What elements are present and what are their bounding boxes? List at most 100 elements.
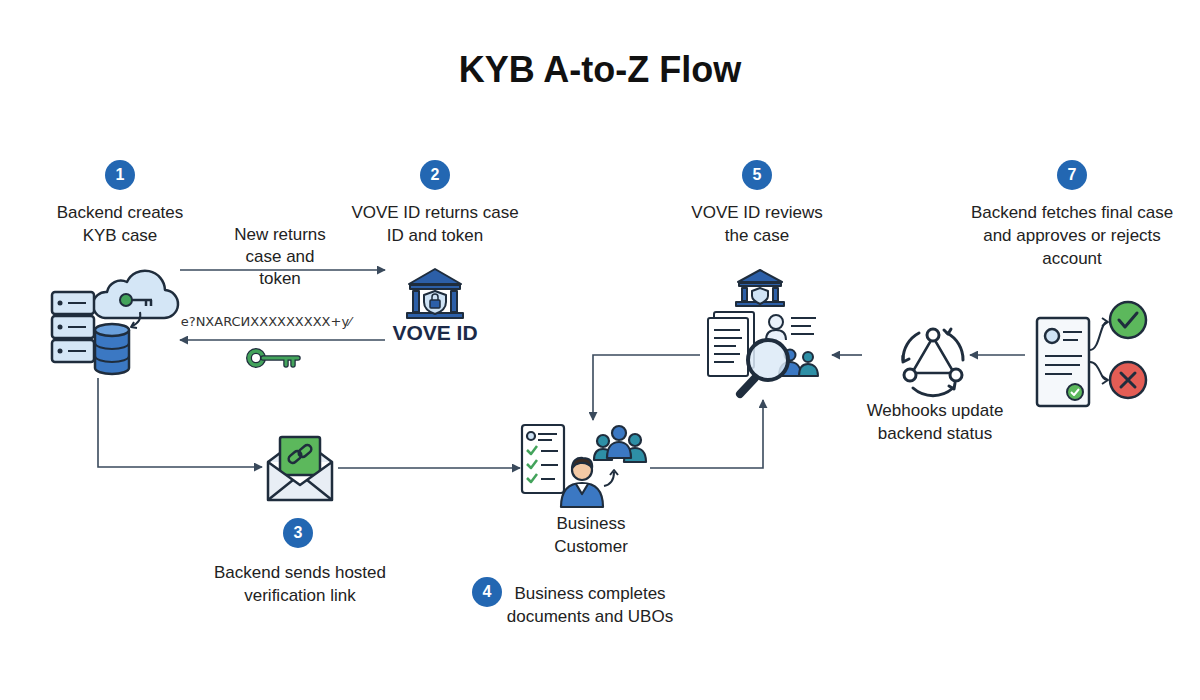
decision-icon — [1045, 332, 1082, 374]
bank-icon — [432, 294, 438, 300]
envelope-icon — [268, 462, 332, 500]
webhook-icon — [944, 329, 951, 334]
bank-icon — [413, 291, 419, 312]
webhook-icon — [947, 333, 963, 360]
review-icon — [739, 283, 781, 286]
customer-icon — [541, 451, 558, 479]
webhook-icon — [950, 369, 962, 381]
decision-icon — [1090, 322, 1107, 350]
review-icon — [799, 364, 818, 376]
flow-arrow — [650, 400, 763, 468]
customer-icon — [522, 425, 646, 507]
envelope-icon — [268, 437, 332, 500]
step-caption: Webhooks update backend status — [850, 399, 1020, 445]
step-caption: VOVE ID reviews the case — [685, 201, 830, 247]
flow-arrow — [970, 354, 1025, 356]
customer-icon — [629, 434, 641, 446]
customer-icon — [576, 484, 588, 494]
step-number: 3 — [283, 518, 313, 548]
step-node: 1Backend creates KYB case — [50, 262, 180, 378]
webhook-icon — [904, 369, 916, 381]
step-node: 3Backend sends hosted verification link — [262, 432, 338, 502]
customer-icon — [604, 472, 614, 486]
server-icon — [95, 343, 129, 362]
decision-icon — [1119, 313, 1137, 327]
review-icon — [803, 352, 813, 362]
customer-icon — [522, 425, 564, 493]
step-caption: VOVE ID returns case ID and token — [350, 201, 520, 247]
key-icon — [263, 358, 298, 365]
server-icon — [58, 349, 63, 354]
flow-arrow — [180, 339, 385, 341]
review-icon — [769, 315, 783, 329]
flow-arrow — [832, 354, 862, 356]
envelope-icon — [280, 437, 320, 475]
webhook-icon — [913, 388, 953, 396]
webhook-icon — [927, 329, 939, 341]
step-number: 4 — [472, 577, 502, 607]
decision-icon — [1071, 389, 1079, 395]
step-node: 2VOVE ID returns case ID and tokenVOVE I… — [385, 262, 485, 345]
step-caption: Business completes documents and UBOs — [492, 582, 688, 628]
bank-icon — [424, 291, 446, 314]
step-node: 5VOVE ID reviews the case — [700, 268, 832, 400]
review-icon — [773, 288, 778, 301]
decision-icon — [1110, 362, 1146, 398]
token-label: e?NXARCИXXXXXXXXX+y⁄ — [166, 314, 366, 330]
customer-icon — [527, 432, 535, 440]
step-caption: Backend fetches final case and approves … — [970, 201, 1175, 270]
customer-icon — [527, 446, 537, 482]
flow-arrow — [338, 467, 520, 469]
server-icon — [58, 325, 63, 330]
key-icon — [249, 351, 298, 365]
step-number: 7 — [1057, 160, 1087, 190]
server-icon — [52, 271, 178, 374]
customer-icon — [538, 434, 557, 440]
step-number: 5 — [742, 160, 772, 190]
bank-icon — [430, 300, 440, 308]
server-icon — [93, 271, 178, 318]
review-icon — [738, 270, 782, 282]
step-number: 2 — [420, 160, 450, 190]
review-icon — [791, 318, 816, 334]
server-icon — [131, 322, 137, 328]
customer-icon — [612, 426, 626, 440]
customer-icon — [607, 442, 631, 458]
flow-arrow — [593, 355, 700, 420]
step-node: Business Customer4Business completes doc… — [520, 420, 650, 510]
diagram-title: KYB A-to-Z Flow — [0, 48, 1200, 92]
customer-icon — [610, 470, 618, 475]
step-caption: Backend creates KYB case — [40, 201, 200, 247]
review-icon — [708, 270, 818, 394]
bank-icon — [409, 269, 461, 284]
step-caption: Business Customer — [531, 512, 651, 558]
envelope-icon — [268, 480, 332, 500]
customer-icon — [572, 458, 592, 468]
key-icon — [263, 358, 298, 365]
decision-icon — [1037, 302, 1146, 406]
bank-icon — [407, 269, 463, 318]
review-icon — [708, 318, 748, 376]
step-node: 7Backend fetches final case and approves… — [1025, 295, 1150, 405]
bank-icon — [410, 285, 460, 289]
step-node: Webhooks update backend status — [862, 320, 970, 390]
decision-icon — [1067, 384, 1083, 400]
server-icon — [95, 324, 129, 336]
webhook-icon — [949, 383, 955, 389]
server-icon — [132, 300, 152, 306]
review-icon — [714, 330, 742, 362]
webhook-icon — [903, 329, 963, 396]
decision-icon — [1037, 318, 1089, 406]
decision-icon — [1045, 329, 1059, 343]
customer-icon — [561, 483, 603, 507]
webhook-icon — [903, 356, 909, 362]
server-icon — [58, 301, 63, 306]
decision-icon — [1121, 373, 1135, 387]
decision-icon — [1102, 376, 1108, 384]
customer-icon — [597, 435, 609, 447]
decision-icon — [1110, 302, 1146, 338]
